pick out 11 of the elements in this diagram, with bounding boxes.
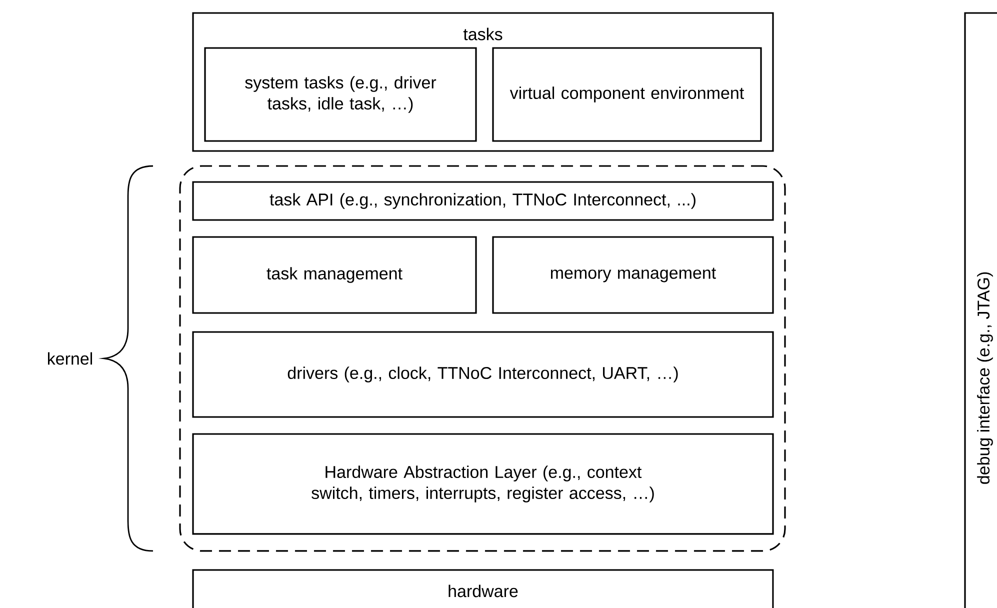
kernel-region [179, 165, 786, 552]
layer-box: virtual component environment [492, 47, 762, 142]
layer-box: task API (e.g., synchronization, TTNoC Interconnect, ...) [192, 181, 774, 221]
layer-box: hardware [192, 569, 774, 608]
layer-box: system tasks (e.g., driver tasks, idle task, …) [204, 47, 477, 142]
layer-box: Hardware Abstraction Layer (e.g., context switch, timers, interrupts, register access, …) [192, 433, 774, 535]
debug-interface-box: debug interface (e.g., JTAG) [964, 12, 997, 608]
layer-box: drivers (e.g., clock, TTNoC Interconnect, UART, …) [192, 331, 774, 418]
layer-box: memory management [492, 236, 774, 314]
group-label: kernel [48, 352, 92, 365]
layer-box: task management [192, 236, 477, 314]
